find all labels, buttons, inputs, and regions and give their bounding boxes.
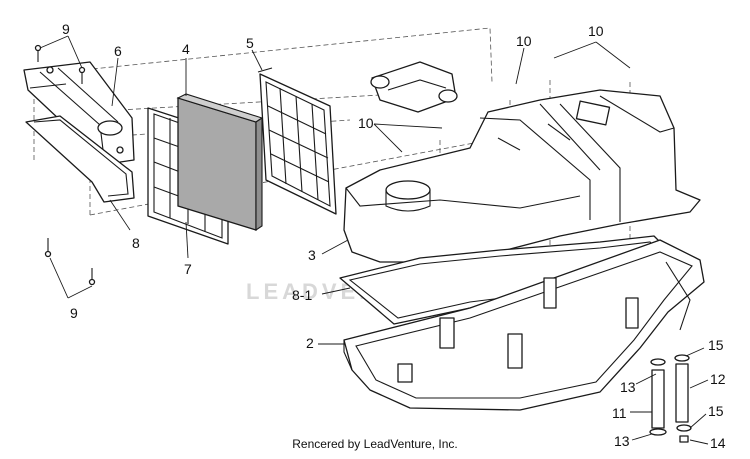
gasket-part-8	[25, 115, 135, 203]
callout-15-b: 15	[708, 403, 724, 419]
callout-10-b: 10	[588, 23, 604, 39]
filter-element-part-4	[176, 93, 264, 232]
prefilter-grid-part-5	[257, 67, 337, 215]
callout-9-top: 9	[62, 21, 70, 37]
callout-6: 6	[114, 43, 122, 59]
footer-credit: Rencered by LeadVenture, Inc.	[292, 437, 458, 451]
callout-13-b: 13	[614, 433, 630, 449]
callout-11: 11	[612, 405, 627, 421]
callout-15-a: 15	[708, 337, 724, 353]
callout-3: 3	[308, 247, 316, 263]
airbox-housing-part-3	[343, 89, 701, 263]
callout-8: 8	[132, 235, 140, 251]
callout-8-1: 8-1	[292, 287, 312, 303]
callout-13-a: 13	[620, 379, 636, 395]
lower-tray-part-2	[343, 239, 705, 411]
callout-14: 14	[710, 435, 726, 451]
callout-10-a: 10	[516, 33, 532, 49]
leader-lines	[39, 35, 709, 445]
callout-2: 2	[306, 335, 314, 351]
callout-7: 7	[184, 261, 192, 277]
drain-tubes-parts-11-15	[649, 354, 692, 443]
intake-cover-part-6	[23, 61, 135, 166]
callout-labels: 9 6 4 5 10 10 10 8 7 3 8-1 9 2 15 13 12 …	[62, 21, 726, 451]
callout-12: 12	[710, 371, 726, 387]
callout-10-c: 10	[358, 115, 374, 131]
callout-5: 5	[246, 35, 254, 51]
callout-9-bottom: 9	[70, 305, 78, 321]
callout-4: 4	[182, 41, 190, 57]
bracket-part	[370, 61, 458, 113]
